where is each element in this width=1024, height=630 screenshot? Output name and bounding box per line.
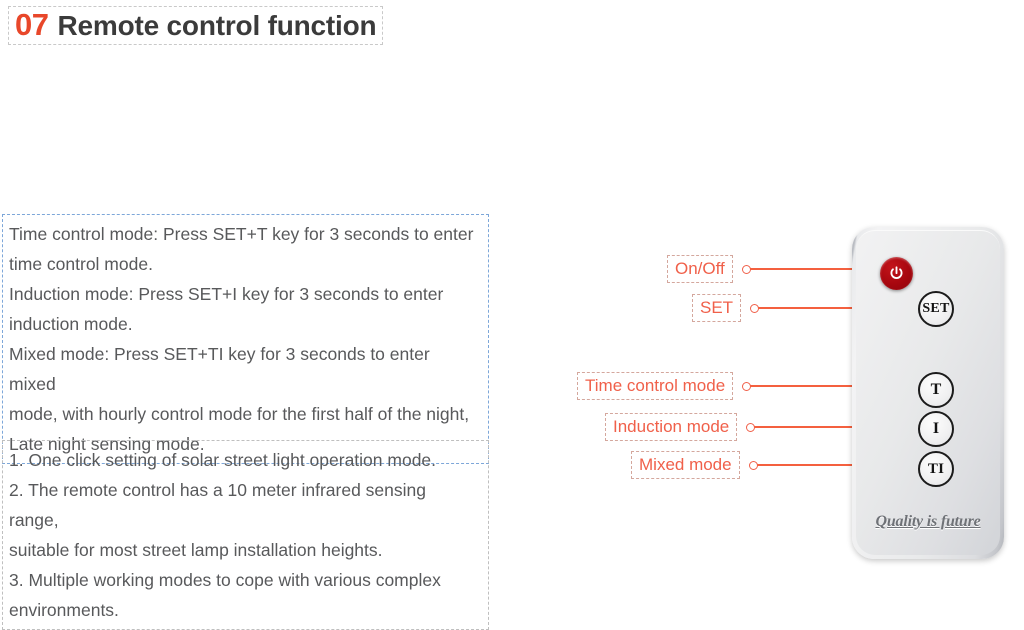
callout-connector-line bbox=[749, 268, 878, 270]
remote-front-panel: SET T I TI Quality is future bbox=[856, 230, 1000, 555]
i-button[interactable]: I bbox=[918, 411, 954, 447]
callout-mixed-mode: Mixed mode bbox=[631, 451, 920, 479]
set-button[interactable]: SET bbox=[918, 291, 954, 327]
callout-connector-line bbox=[758, 307, 906, 309]
callout-connector-line bbox=[754, 426, 918, 428]
callout-label-mixed-mode: Mixed mode bbox=[631, 451, 740, 479]
callout-connector-line bbox=[750, 385, 913, 387]
callout-set: SET bbox=[692, 294, 906, 322]
mode-description-line: Late night sensing mode. bbox=[9, 434, 205, 454]
section-number: 07 bbox=[15, 7, 49, 42]
mode-description-line: Induction mode: Press SET+I key for 3 se… bbox=[9, 284, 444, 304]
callout-label-time-control-mode: Time control mode bbox=[577, 372, 734, 400]
features-panel: 1. One click setting of solar street lig… bbox=[2, 440, 489, 630]
callout-time-control-mode: Time control mode bbox=[577, 372, 913, 400]
mode-description-line: induction mode. bbox=[9, 314, 133, 334]
feature-line: environments. bbox=[9, 600, 119, 620]
callout-induction-mode: Induction mode bbox=[605, 413, 918, 441]
mode-description-line: Time control mode: Press SET+T key for 3… bbox=[9, 224, 474, 244]
set-button-label: SET bbox=[922, 301, 950, 316]
feature-line: 1. One click setting of solar street lig… bbox=[9, 450, 437, 470]
section-title: Remote control function bbox=[57, 10, 377, 41]
mode-description-panel: Time control mode: Press SET+T key for 3… bbox=[2, 214, 489, 464]
remote-brand-text: Quality is future bbox=[875, 513, 981, 530]
callout-label-on-off: On/Off bbox=[667, 255, 733, 283]
callout-label-set: SET bbox=[692, 294, 742, 322]
feature-line: 3. Multiple working modes to cope with v… bbox=[9, 570, 441, 590]
ti-button-label: TI bbox=[927, 460, 945, 477]
power-icon bbox=[888, 265, 905, 282]
mode-description-line: mode, with hourly control mode for the f… bbox=[9, 404, 470, 424]
feature-line: suitable for most street lamp installati… bbox=[9, 540, 383, 560]
mode-description-line: Mixed mode: Press SET+TI key for 3 secon… bbox=[9, 344, 435, 394]
power-button[interactable] bbox=[880, 257, 913, 290]
t-button[interactable]: T bbox=[918, 372, 954, 408]
feature-line: 2. The remote control has a 10 meter inf… bbox=[9, 480, 431, 530]
callout-connector-line bbox=[756, 464, 920, 466]
callout-on-off: On/Off bbox=[667, 255, 878, 283]
ti-button[interactable]: TI bbox=[918, 451, 954, 487]
i-button-label: I bbox=[932, 420, 940, 437]
t-button-label: T bbox=[930, 381, 942, 398]
mode-description-line: time control mode. bbox=[9, 254, 153, 274]
page-title: 07 Remote control function bbox=[8, 6, 384, 45]
remote-control-device: SET T I TI Quality is future bbox=[852, 227, 1004, 559]
callout-label-induction-mode: Induction mode bbox=[605, 413, 738, 441]
